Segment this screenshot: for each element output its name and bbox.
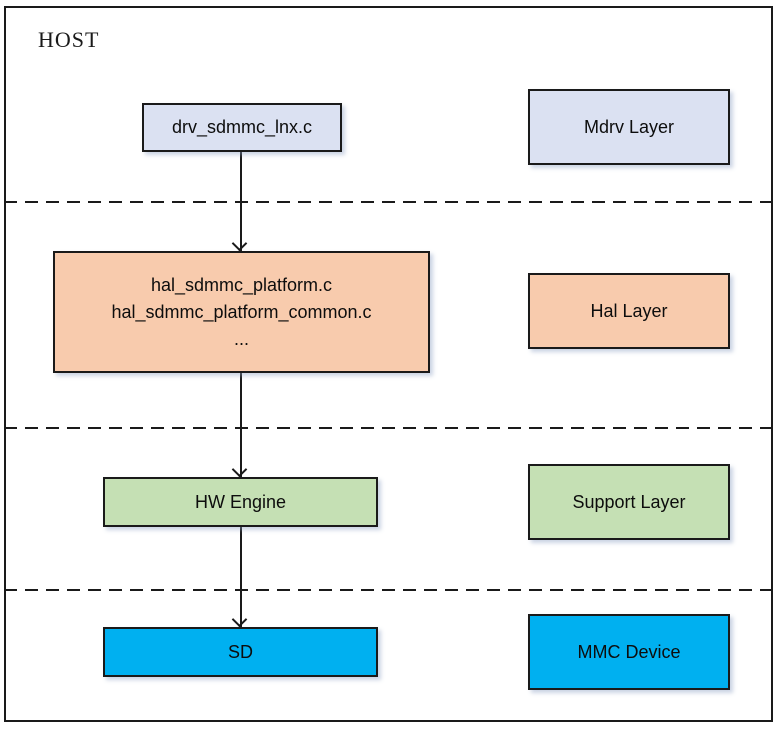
node-hal-sdmmc-platform: hal_sdmmc_platform.c hal_sdmmc_platform_… <box>53 251 430 373</box>
node-hw-label: HW Engine <box>194 491 287 512</box>
node-hal-line-3: ... <box>233 328 249 349</box>
legend-mmc-device: MMC Device <box>528 614 730 690</box>
node-sd: SD <box>103 627 378 677</box>
node-hal-line-1: hal_sdmmc_platform.c <box>150 274 333 295</box>
legend-mmc-device-label: MMC Device <box>577 641 681 662</box>
layer-divider-support-device <box>4 589 777 591</box>
layer-divider-hal-support <box>4 427 777 429</box>
legend-mdrv-layer-label: Mdrv Layer <box>583 116 675 137</box>
arrow-hal-to-hw <box>240 373 242 477</box>
legend-support-layer: Support Layer <box>528 464 730 540</box>
node-drv-sdmmc-lnx: drv_sdmmc_lnx.c <box>142 103 342 152</box>
node-sd-label: SD <box>227 641 253 662</box>
legend-hal-layer-label: Hal Layer <box>590 300 668 321</box>
legend-mdrv-layer: Mdrv Layer <box>528 89 730 165</box>
legend-hal-layer: Hal Layer <box>528 273 730 349</box>
host-label: HOST <box>38 27 100 52</box>
legend-support-layer-label: Support Layer <box>572 491 686 512</box>
arrow-drv-to-hal <box>240 152 242 251</box>
layer-divider-mdrv-hal <box>4 201 777 203</box>
arrow-hw-to-sd <box>240 527 242 627</box>
node-hal-line-2: hal_sdmmc_platform_common.c <box>111 301 372 322</box>
node-hw-engine: HW Engine <box>103 477 378 527</box>
node-drv-label: drv_sdmmc_lnx.c <box>171 117 313 137</box>
